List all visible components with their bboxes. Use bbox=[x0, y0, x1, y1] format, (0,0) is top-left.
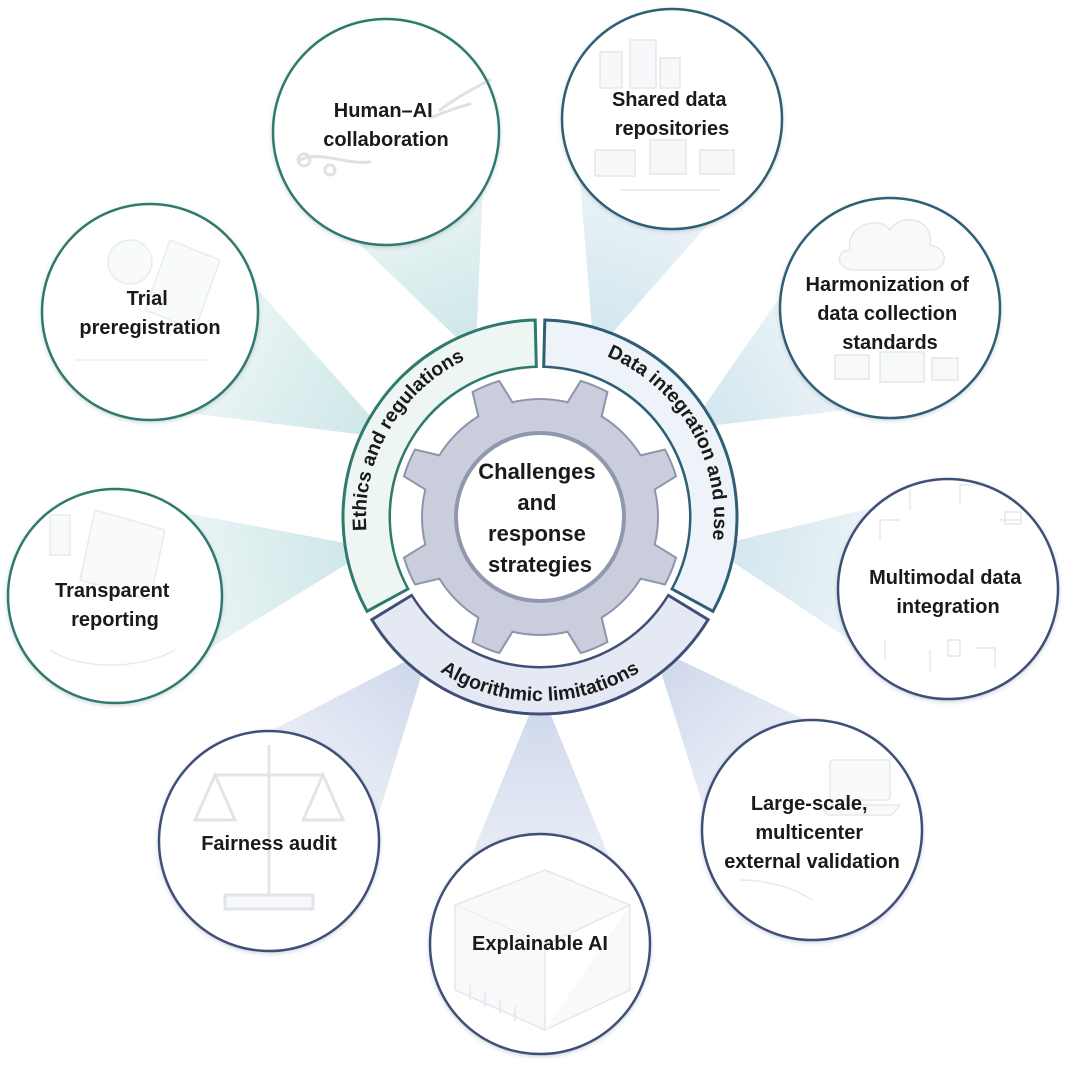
node-label: Fairness audit bbox=[201, 833, 337, 855]
node-circle bbox=[778, 196, 1002, 420]
node-label-line: Shared data bbox=[612, 89, 727, 111]
node-harmonization: Harmonization of data collection standar… bbox=[778, 196, 1002, 420]
center-title-line: response bbox=[488, 521, 586, 546]
strategy-nodes: Human–AI collaboration Shared data repos… bbox=[6, 7, 1060, 1056]
node-transparent: Transparent reporting bbox=[6, 487, 224, 705]
chip-icon bbox=[453, 869, 632, 1032]
scales-icon bbox=[192, 745, 346, 911]
node-circle bbox=[6, 487, 224, 705]
laptop-hand-icon bbox=[739, 759, 902, 901]
node-circle bbox=[560, 7, 784, 231]
node-circle bbox=[157, 729, 381, 953]
node-fairness: Fairness audit bbox=[157, 729, 381, 953]
center-title-line: Challenges bbox=[478, 459, 595, 484]
node-label-line: Explainable AI bbox=[472, 933, 608, 955]
node-label: Multimodal data integration bbox=[869, 567, 1027, 618]
node-label-line: external validation bbox=[724, 851, 900, 873]
node-label: Trial preregistration bbox=[79, 288, 220, 339]
node-label: Human–AI collaboration bbox=[323, 100, 449, 151]
hub-inner-circle bbox=[454, 431, 626, 603]
node-label-line: collaboration bbox=[323, 129, 449, 151]
node-label: Harmonization of data collection standar… bbox=[806, 274, 975, 354]
node-label-line: Trial bbox=[127, 288, 168, 310]
node-label-line: Human–AI bbox=[334, 100, 433, 122]
node-label-line: multicenter bbox=[755, 822, 863, 844]
node-label: Transparent reporting bbox=[55, 580, 175, 631]
node-label: Explainable AI bbox=[472, 933, 608, 955]
center-title-line: and bbox=[517, 490, 556, 515]
node-label-line: Transparent bbox=[55, 580, 170, 602]
node-label-line: Large-scale, bbox=[751, 793, 868, 815]
node-label: Large-scale, multicenter external valida… bbox=[724, 793, 900, 873]
node-label-line: standards bbox=[842, 332, 938, 354]
clipboard-icon bbox=[49, 509, 176, 666]
node-human-ai: Human–AI collaboration bbox=[271, 17, 501, 247]
center-title: Challenges and response strategies bbox=[478, 459, 602, 577]
document-icon bbox=[75, 239, 221, 361]
node-trial: Trial preregistration bbox=[40, 202, 260, 422]
center-title-line: strategies bbox=[488, 552, 592, 577]
node-circle bbox=[836, 477, 1060, 701]
circuit-cloud-icon bbox=[879, 484, 1022, 672]
node-label-line: reporting bbox=[71, 609, 159, 631]
node-label: Shared data repositories bbox=[612, 89, 732, 140]
node-label-line: Multimodal data bbox=[869, 567, 1022, 589]
hub-segment-ethics bbox=[341, 318, 538, 614]
node-large-scale: Large-scale, multicenter external valida… bbox=[700, 718, 924, 942]
node-circle bbox=[40, 202, 260, 422]
hub-segment-algorithm bbox=[369, 593, 711, 716]
node-circle bbox=[700, 718, 924, 942]
node-multimodal: Multimodal data integration bbox=[836, 477, 1060, 701]
cloud-devices-icon bbox=[834, 218, 959, 383]
node-label-line: Harmonization of bbox=[806, 274, 970, 296]
node-explainable: Explainable AI bbox=[428, 832, 652, 1056]
node-label-line: preregistration bbox=[79, 317, 220, 339]
node-label-line: data collection bbox=[817, 303, 957, 325]
robot-hand-icon bbox=[296, 78, 492, 177]
node-label-line: integration bbox=[896, 596, 999, 618]
node-circle bbox=[271, 17, 501, 247]
node-label-line: Fairness audit bbox=[201, 833, 337, 855]
data-center-icon bbox=[594, 39, 735, 191]
central-hub: Challenges and response strategies Ethic… bbox=[341, 318, 739, 716]
node-circle bbox=[428, 832, 652, 1056]
node-shared-data: Shared data repositories bbox=[560, 7, 784, 231]
hub-segment-data bbox=[542, 318, 739, 614]
node-label-line: repositories bbox=[615, 118, 729, 140]
